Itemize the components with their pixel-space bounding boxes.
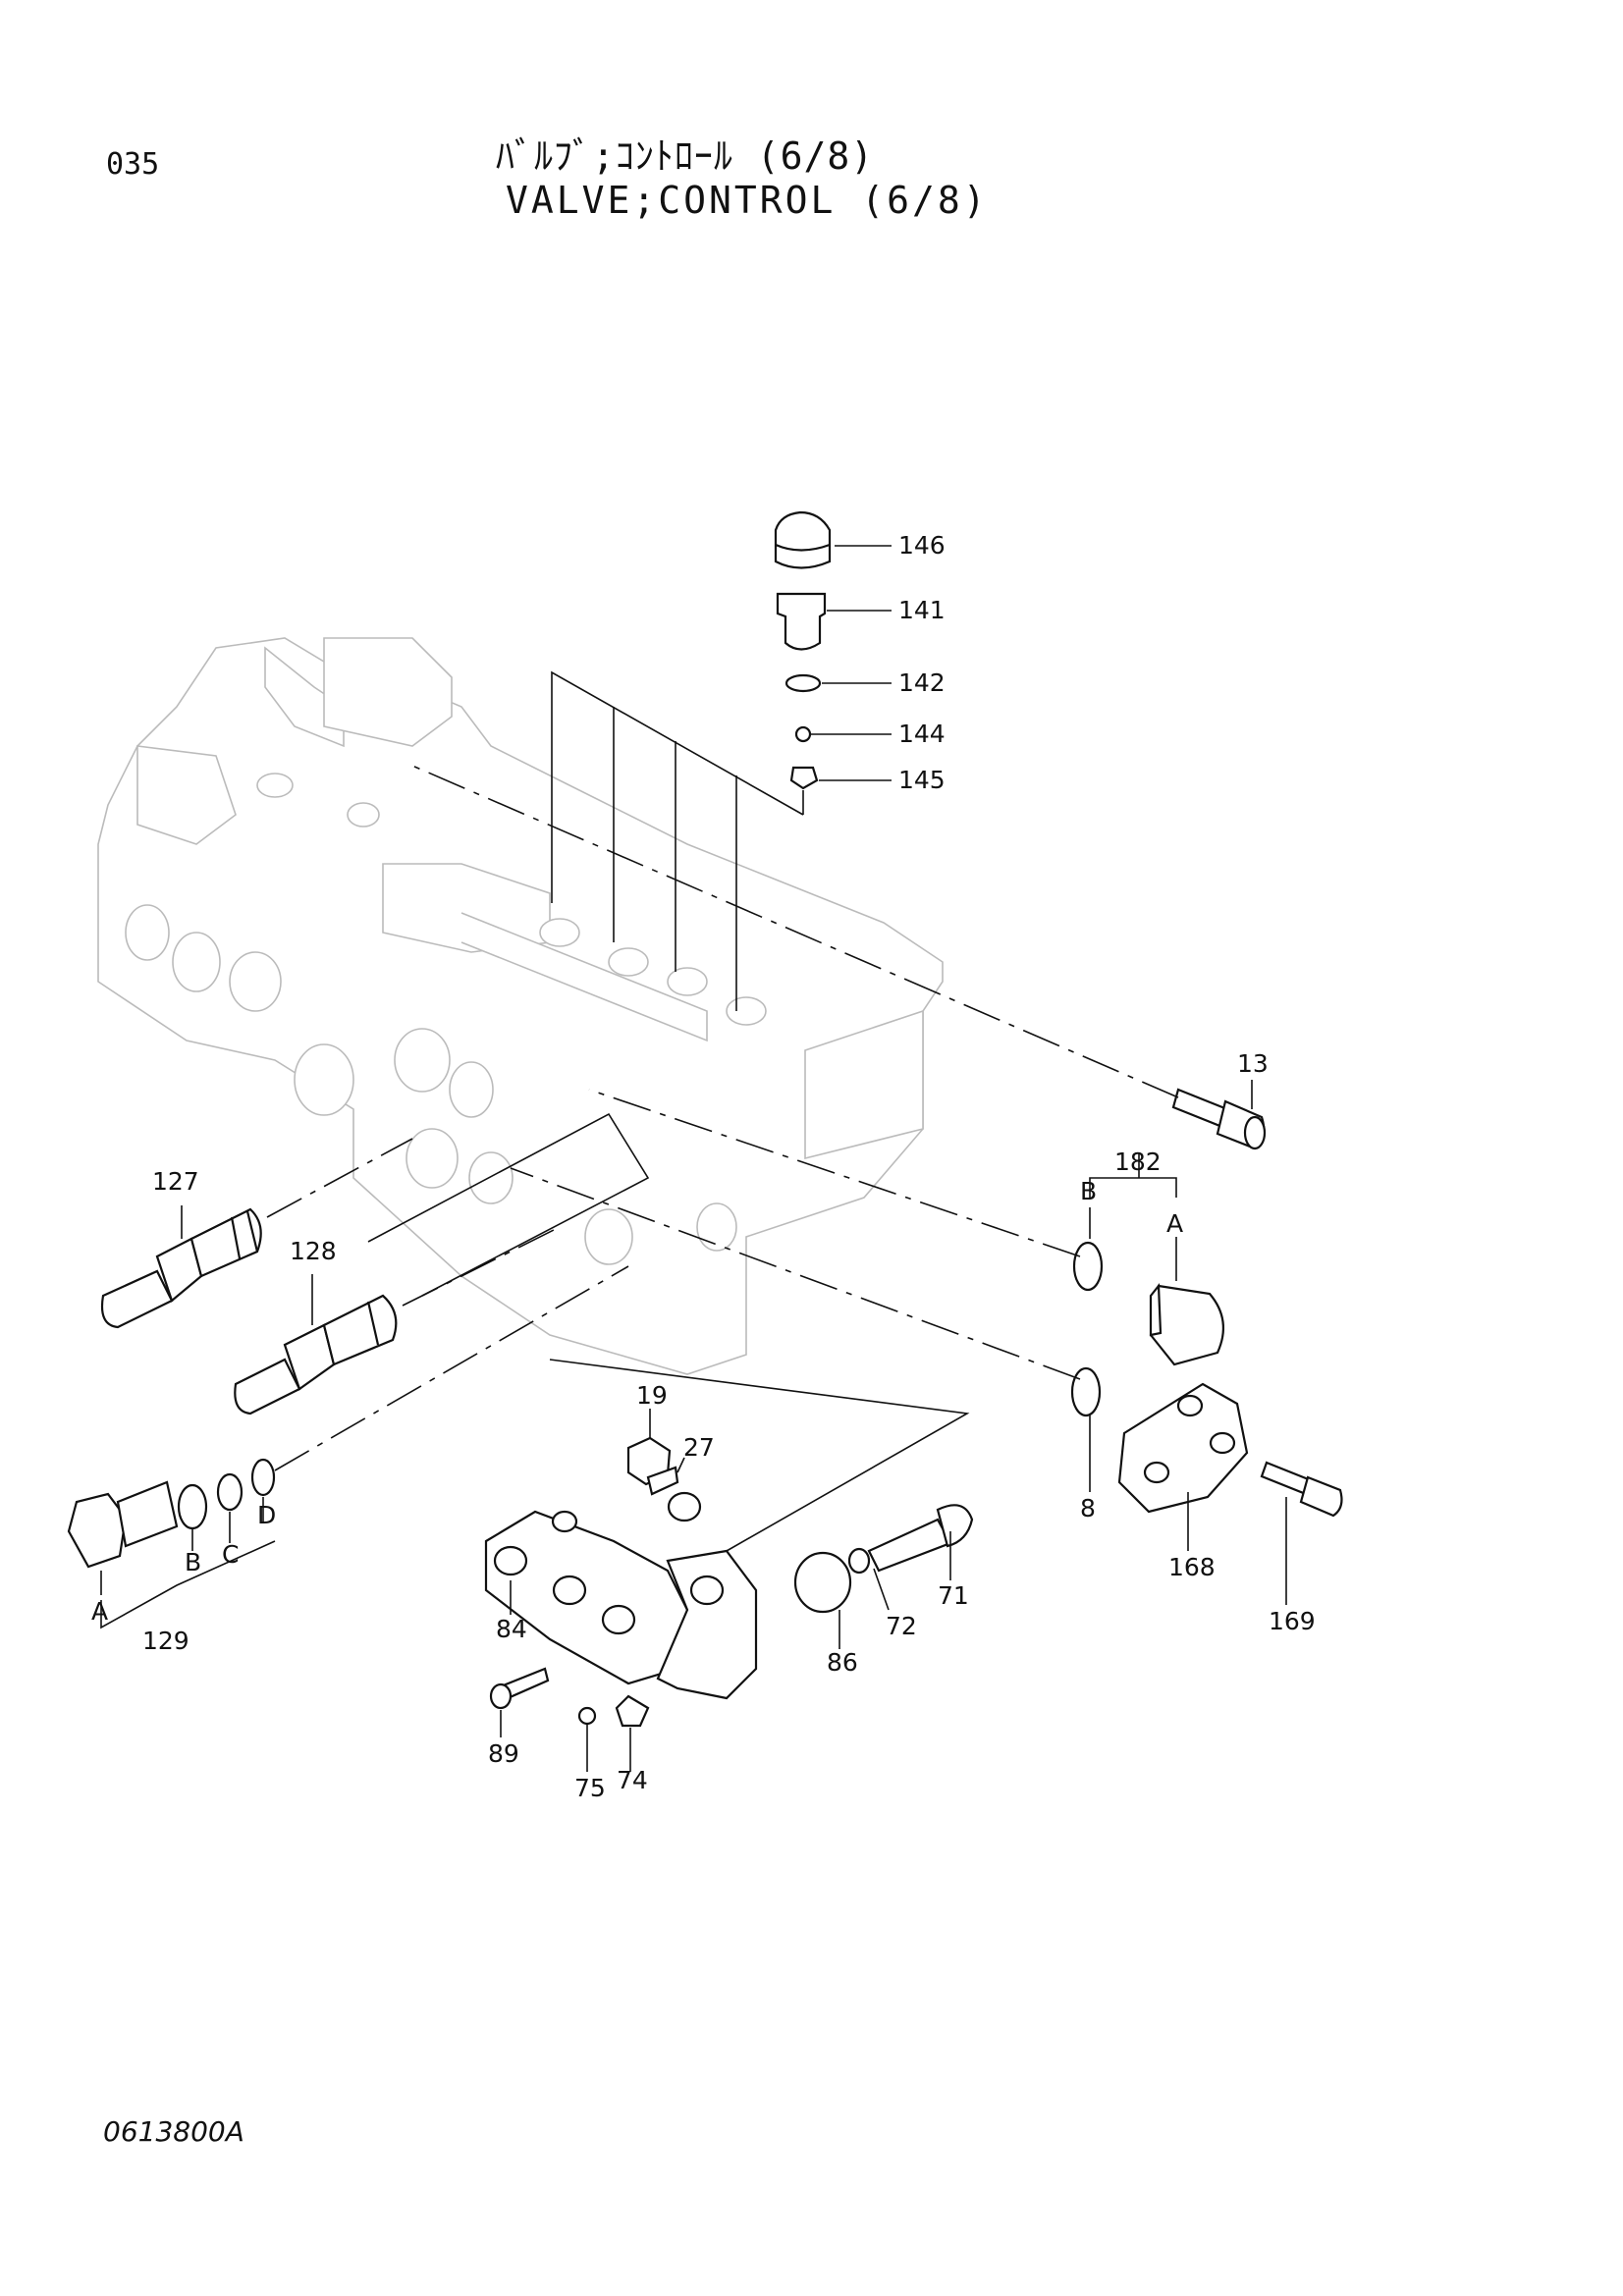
callout-168: 168 (1168, 1553, 1216, 1581)
assembly-129 (67, 1265, 629, 1629)
title-english: VALVE;CONTROL (6/8) (506, 179, 989, 222)
callout-27: 27 (683, 1433, 715, 1462)
title-japanese: ﾊﾞﾙﾌﾞ;ｺﾝﾄﾛｰﾙ (6/8) (496, 134, 875, 178)
callout-129-d: D (257, 1501, 276, 1529)
callout-84: 84 (496, 1615, 527, 1643)
plug-19 (626, 1409, 702, 1522)
callout-182: 182 (1114, 1148, 1162, 1176)
drawing-code: 0613800A (103, 2115, 244, 2148)
part-144-ball (794, 725, 812, 743)
callout-144: 144 (898, 720, 946, 748)
callout-86: 86 (827, 1648, 858, 1677)
part-146-cap (774, 510, 832, 569)
parts-71-72-86 (793, 1504, 974, 1649)
bolt-89 (489, 1667, 550, 1737)
callout-71: 71 (938, 1581, 969, 1610)
callout-13: 13 (1237, 1049, 1269, 1078)
callout-129: 129 (142, 1627, 189, 1655)
housing-84 (484, 1359, 970, 1700)
callout-145: 145 (898, 766, 946, 794)
callout-182-a: A (1166, 1209, 1183, 1238)
page-number: 035 (106, 147, 160, 182)
parts-74-75 (577, 1694, 650, 1772)
callout-129-b: B (185, 1548, 201, 1576)
part-142-oring (784, 673, 822, 693)
part-145-seat (789, 766, 819, 790)
part-141-plug (776, 592, 827, 651)
callout-142: 142 (898, 668, 946, 697)
callout-127: 127 (152, 1167, 199, 1196)
relief-valve-stack (551, 510, 892, 1011)
callout-129-c: C (222, 1540, 239, 1569)
callout-75: 75 (574, 1774, 606, 1802)
callout-146: 146 (898, 531, 946, 560)
callout-labels: 146 141 142 144 145 13 182 B A 127 128 1… (91, 531, 1316, 1802)
spool-127 (100, 1138, 413, 1329)
callout-169: 169 (1269, 1607, 1316, 1635)
parts-8-168-169 (510, 1167, 1343, 1605)
callout-141: 141 (898, 596, 946, 624)
callout-128: 128 (290, 1237, 337, 1265)
plug-182 (588, 1089, 1224, 1366)
callout-8: 8 (1080, 1494, 1096, 1522)
callout-72: 72 (886, 1612, 917, 1640)
callout-182-b: B (1080, 1177, 1097, 1205)
callout-19: 19 (636, 1381, 668, 1410)
callout-74: 74 (617, 1766, 648, 1794)
spool-128 (234, 1112, 650, 1415)
bolt-13 (411, 765, 1267, 1150)
callout-129-a: A (91, 1597, 108, 1626)
callout-89: 89 (488, 1739, 519, 1768)
valve-body (97, 637, 944, 1375)
